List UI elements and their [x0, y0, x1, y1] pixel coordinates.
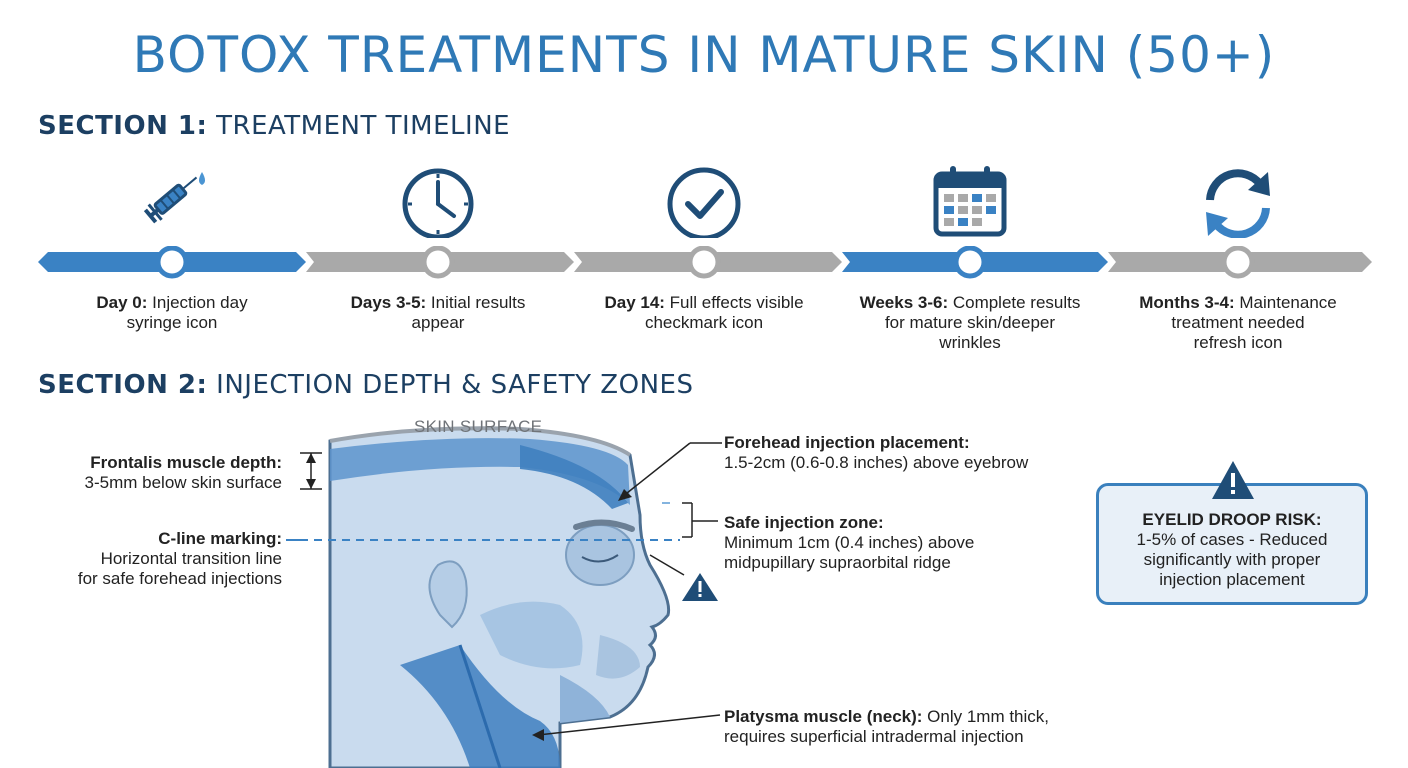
- timeline-bar: [38, 246, 1372, 279]
- syringe-icon: [143, 172, 205, 224]
- forehead-annotation: Forehead injection placement: 1.5-2cm (0…: [724, 433, 1029, 472]
- timeline-step-day-14: Day 14: Full effects visible checkmark i…: [604, 293, 804, 332]
- timeline-step-day-0: Day 0: Injection day syringe icon: [96, 293, 248, 332]
- warning-icon-nose: [682, 573, 718, 601]
- frontalis-annotation: Frontalis muscle depth: 3-5mm below skin…: [84, 453, 282, 492]
- section-1-heading: SECTION 1: TREATMENT TIMELINE: [38, 111, 510, 141]
- section-2-heading: SECTION 2: INJECTION DEPTH & SAFETY ZONE…: [38, 370, 693, 400]
- section-1-label: SECTION 1:: [38, 111, 208, 141]
- head-anatomy-illustration: [286, 426, 722, 768]
- skin-surface-label: SKIN SURFACE: [414, 417, 543, 436]
- section-2-label: SECTION 2:: [38, 370, 208, 400]
- section-1-title: TREATMENT TIMELINE: [207, 111, 511, 141]
- injection-diagram: SKIN SURFACE Frontalis muscle depth: 3-5…: [0, 405, 1408, 768]
- timeline-step-weeks-3-6: Weeks 3-6: Complete results for mature s…: [859, 293, 1081, 352]
- timeline-step-days-3-5: Days 3-5: Initial results appear: [350, 293, 526, 332]
- timeline-markers: [155, 246, 1255, 279]
- calendar-icon: [933, 166, 1007, 237]
- checkmark-icon: [667, 167, 741, 238]
- platysma-annotation: Platysma muscle (neck): Only 1mm thick, …: [724, 707, 1050, 746]
- treatment-timeline: Day 0: Injection day syringe icon Days 3…: [0, 150, 1408, 360]
- clock-icon: [402, 168, 474, 238]
- section-2-title: INJECTION DEPTH & SAFETY ZONES: [207, 370, 694, 400]
- safe-zone-annotation: Safe injection zone: Minimum 1cm (0.4 in…: [724, 513, 975, 572]
- refresh-icon: [1206, 169, 1270, 238]
- warning-icon: [1212, 461, 1254, 499]
- page-title: BOTOX TREATMENTS IN MATURE SKIN (50+): [132, 26, 1276, 84]
- timeline-step-months-3-4: Months 3-4: Maintenance treatment needed…: [1139, 293, 1337, 352]
- c-line-annotation: C-line marking: Horizontal transition li…: [77, 529, 282, 588]
- eyelid-droop-risk-box: EYELID DROOP RISK: 1-5% of cases - Reduc…: [1096, 483, 1368, 605]
- risk-title: EYELID DROOP RISK:: [1142, 510, 1322, 529]
